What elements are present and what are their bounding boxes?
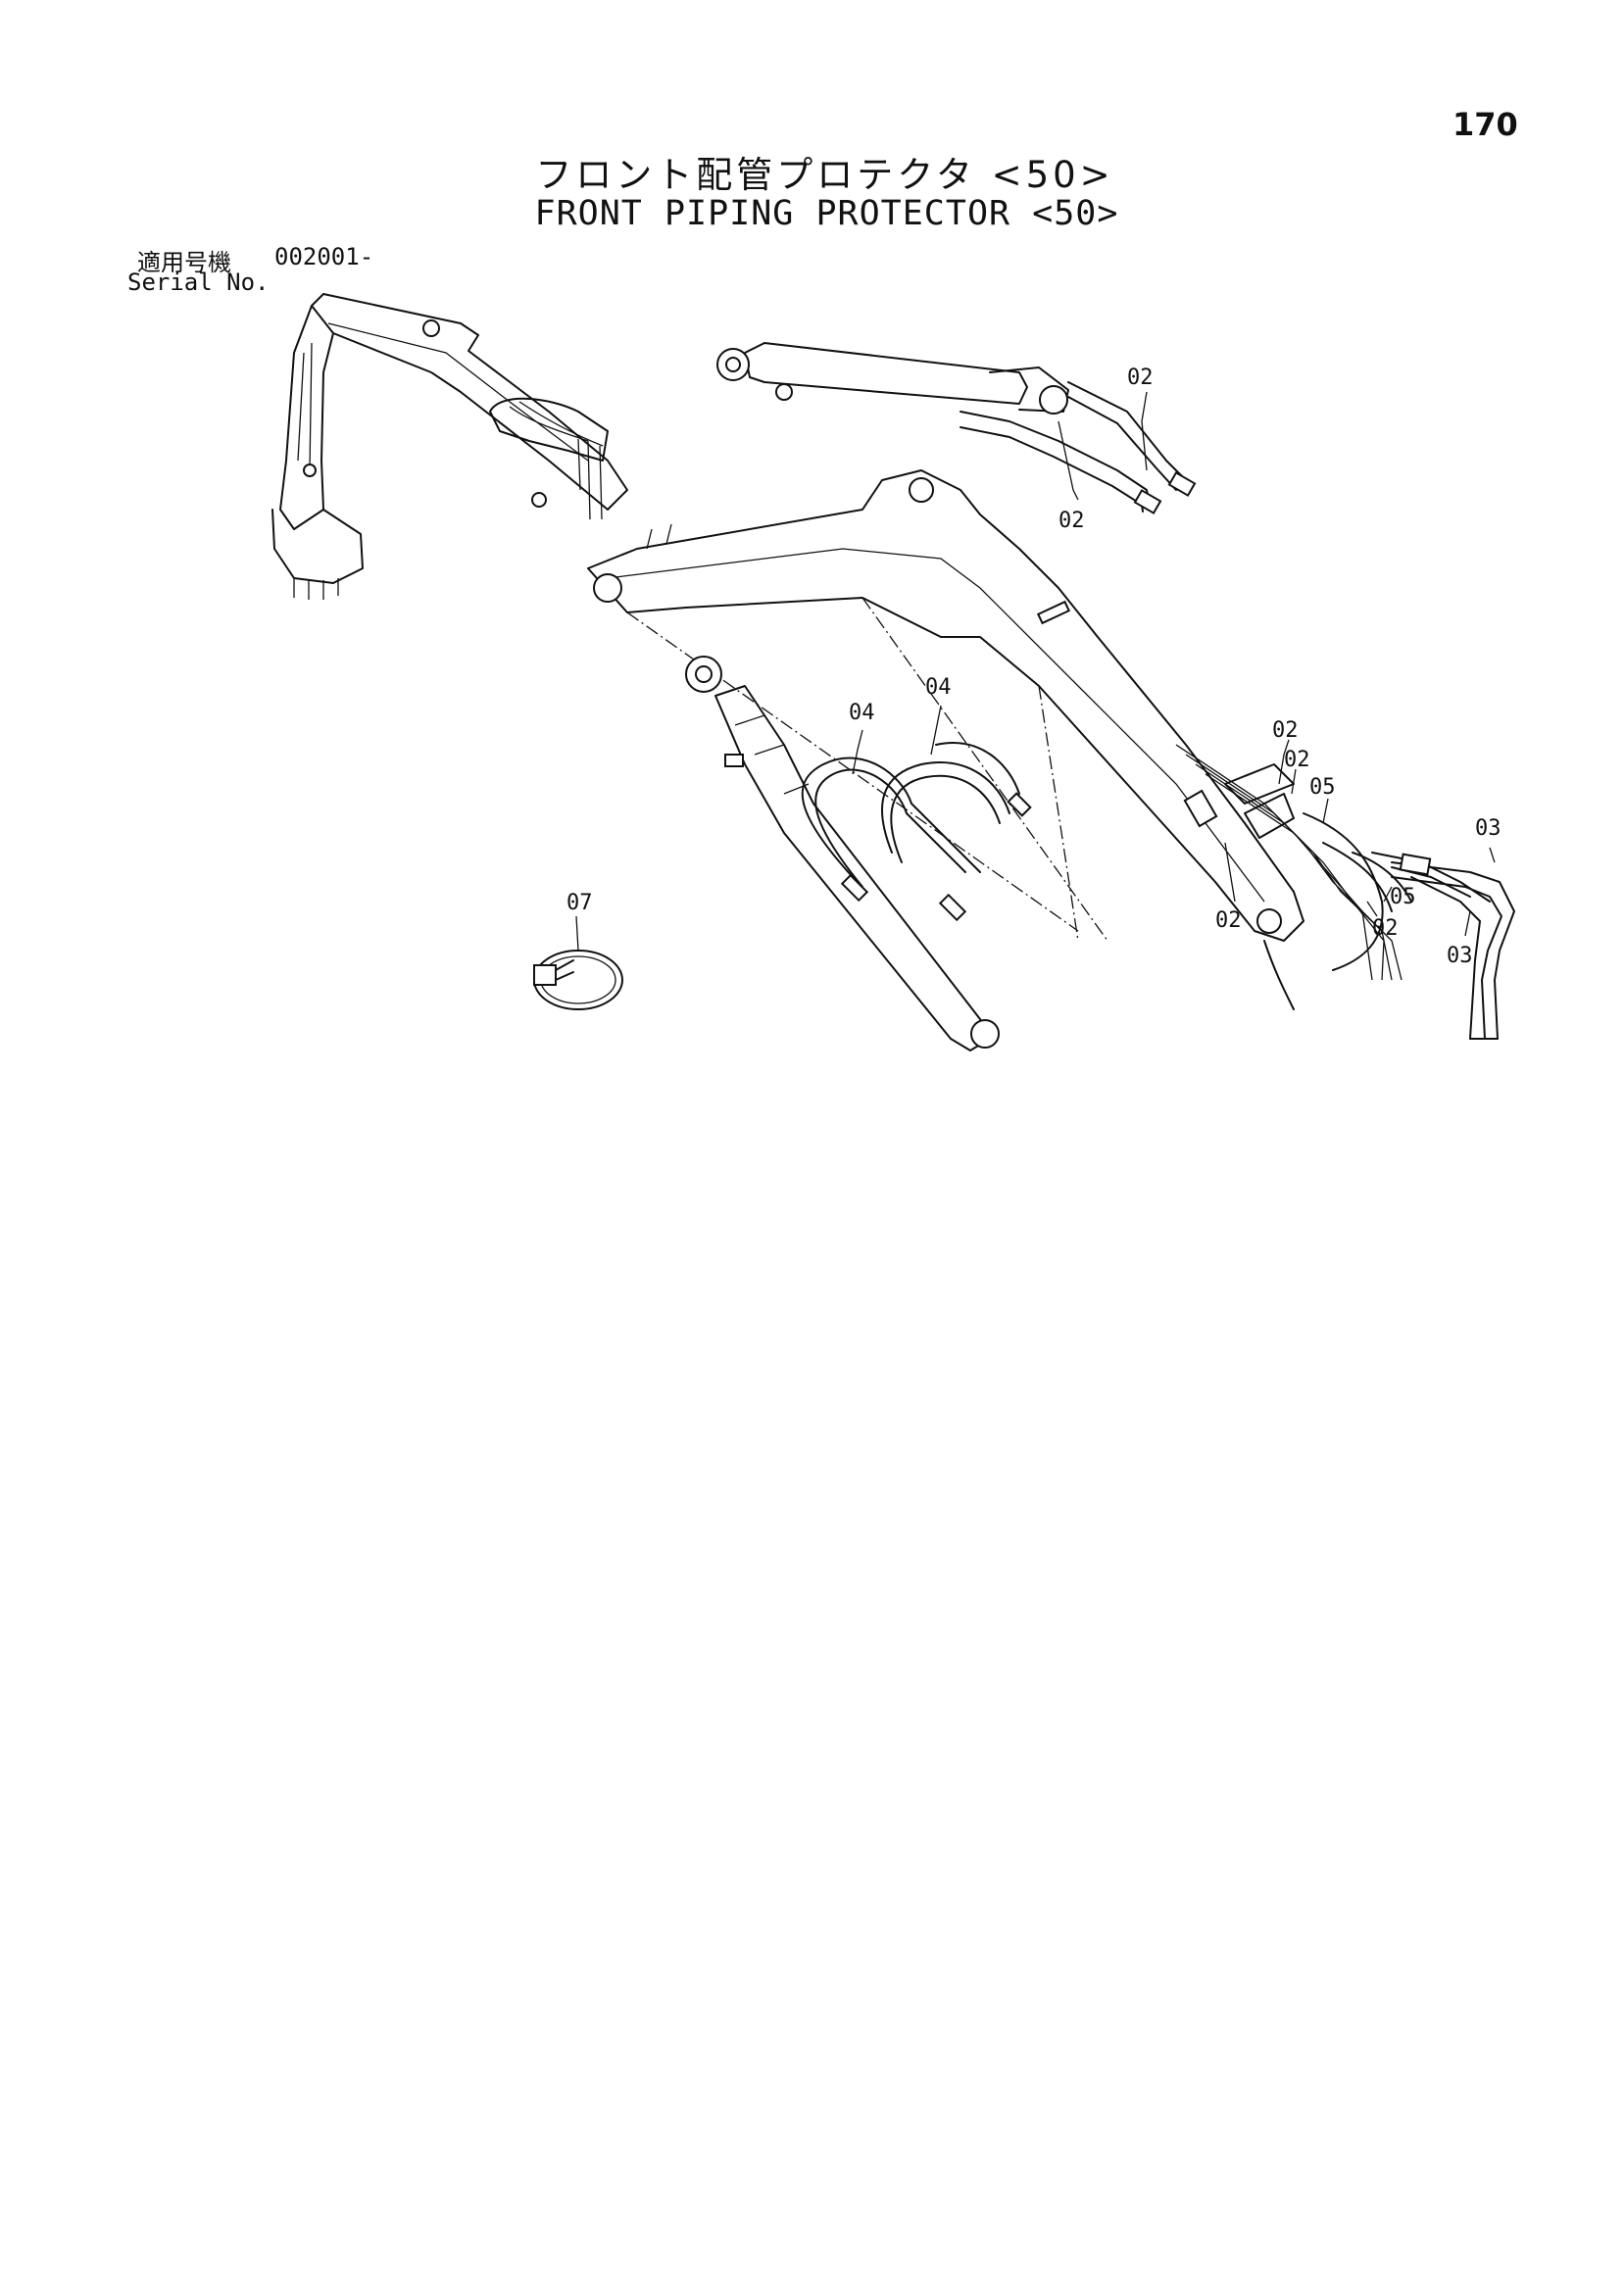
callout-label: 05 <box>1309 775 1336 800</box>
hose-bundle-drawing <box>1175 744 1491 1010</box>
callout-label: 02 <box>1058 509 1085 533</box>
callout-label: 03 <box>1475 816 1501 841</box>
page-number: 170 <box>1452 106 1518 143</box>
callout-label: 02 <box>1127 366 1154 390</box>
callout-label: 07 <box>566 891 593 915</box>
callout-label: 02 <box>1284 748 1310 772</box>
callout-label: 05 <box>1390 885 1416 909</box>
callout-label: 03 <box>1447 944 1473 968</box>
callout-label: 02 <box>1272 718 1299 743</box>
serial-label-japanese: 適用号機 <box>137 249 231 276</box>
boom-drawing <box>587 469 1304 942</box>
callout-label: 04 <box>925 675 952 700</box>
band-clamp-drawing <box>533 950 623 1010</box>
page-title-english: FRONT PIPING PROTECTOR <50> <box>534 194 1119 233</box>
callout-label: 02 <box>1215 908 1242 933</box>
overview-front-attachment-drawing <box>271 293 628 600</box>
callout-label: 04 <box>849 701 875 725</box>
page-title-japanese: フロント配管プロテクタ <50> <box>535 154 1114 196</box>
serial-label-english: Serial No. <box>127 269 270 296</box>
pipe-pair-drawing <box>1391 853 1515 1040</box>
boom-cylinder-drawing <box>716 342 1197 514</box>
callout-label: 02 <box>1372 916 1399 941</box>
leader-lines <box>575 391 1496 952</box>
serial-number-value: 002001- <box>274 243 374 270</box>
arm-cylinder-drawing <box>685 656 1032 1051</box>
